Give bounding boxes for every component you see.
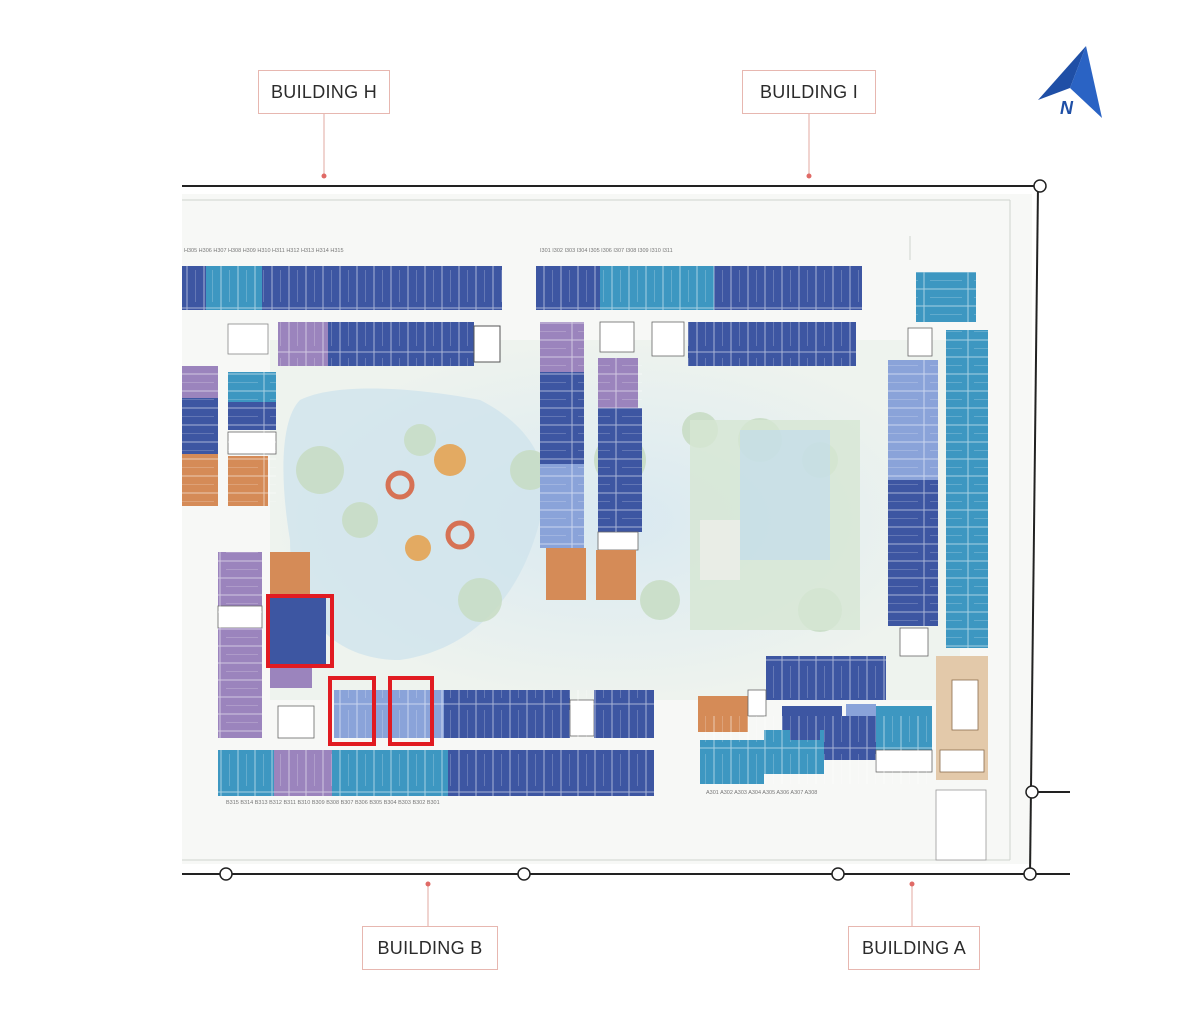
building-i-units: [536, 266, 862, 600]
svg-text:A301 A302 A303 A304 A305 A306: A301 A302 A303 A304 A305 A306 A307 A308: [706, 790, 817, 796]
highlight-box-2: [328, 676, 376, 746]
highlight-box-3: [388, 676, 434, 746]
building-h-units: [182, 266, 502, 366]
building-h-label: BUILDING H: [258, 70, 390, 114]
building-i-label: BUILDING I: [742, 70, 876, 114]
highlighted-units: [266, 594, 434, 746]
label-connectors: [323, 114, 913, 926]
building-a-label: BUILDING A: [848, 926, 980, 970]
building-a-units: [698, 272, 988, 861]
north-letter: N: [1060, 98, 1073, 118]
svg-text:B315 B314 B313 B312 B311 B310: B315 B314 B313 B312 B311 B310 B309 B308 …: [226, 800, 440, 806]
svg-text:H305 H306 H307 H308 H309 H310: H305 H306 H307 H308 H309 H310 H311 H312 …: [184, 248, 344, 254]
highlight-box-1: [266, 594, 334, 668]
unit-number-rows: H305 H306 H307 H308 H309 H310 H311 H312 …: [184, 248, 817, 806]
site-boundary: [182, 185, 1070, 875]
svg-text:I301 I302 I303 I304 I305 I306: I301 I302 I303 I304 I305 I306 I307 I308 …: [540, 248, 673, 254]
west-wing-units: [182, 366, 277, 506]
north-arrow-icon: [1038, 46, 1102, 118]
building-b-units: [217, 552, 654, 796]
building-b-label: BUILDING B: [362, 926, 498, 970]
playground: [385, 470, 475, 550]
